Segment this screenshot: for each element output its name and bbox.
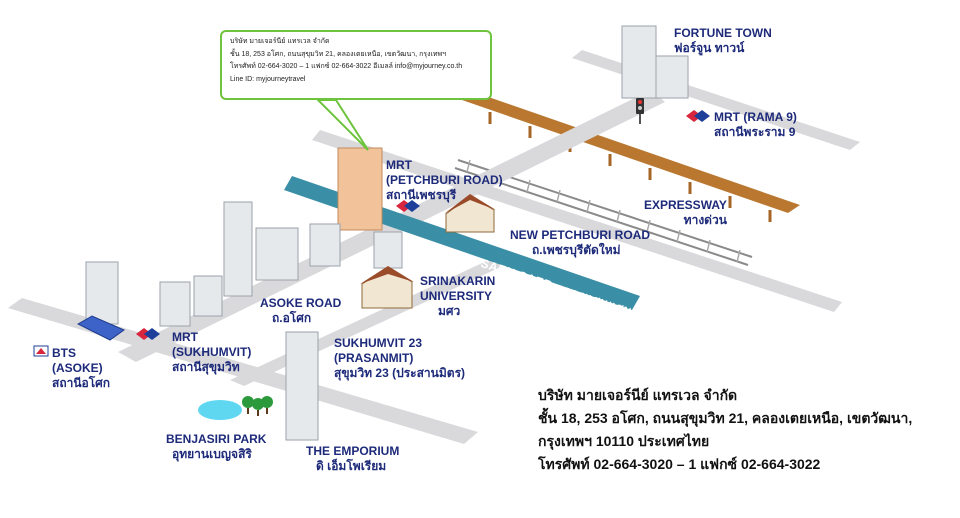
label-sukhumvit23: SUKHUMVIT 23 (PRASANMIT) สุขุมวิท 23 (ปร… [334,336,466,380]
address-block: บริษัท มายเจอร์นีย์ แทรเวล จำกัด ชั้น 18… [538,384,912,476]
company-callout: บริษัท มายเจอร์นีย์ แทรเวล จำกัด ชั้น 18… [220,30,492,100]
traffic-light-icon [636,98,644,124]
label-mrt-sukhumvit: MRT (SUKHUMVIT) สถานีสุขุมวิท [172,330,252,374]
houses [360,194,496,309]
address-company: บริษัท มายเจอร์นีย์ แทรเวล จำกัด [538,387,738,403]
expressway [462,92,800,222]
mrt-logo-icon [396,200,420,212]
callout-phone: โทรศัพท์ 02-664-3020 – 1 แฟกซ์ 02-664-30… [230,63,463,70]
mrt-logo-icon [686,110,710,122]
label-the-emporium: THE EMPORIUM ดิ เอ็มโพเรียม [306,444,400,473]
tree-icon [242,396,273,416]
label-srinakarin: SRINAKARIN UNIVERSITY มศว [420,274,496,318]
label-bts-asoke: BTS (ASOKE) สถานีอโศก [52,346,111,390]
label-mrt-petchburi: MRT (PETCHBURI ROAD) สถานีเพชรบุรี [386,158,503,202]
callout-pointer [315,99,369,151]
address-line2: กรุงเทพฯ 10110 ประเทศไทย [538,433,710,449]
buildings [85,25,689,441]
address-line1: ชั้น 18, 253 อโศก, ถนนสุขุมวิท 21, คลองเ… [538,410,913,426]
callout-address: ชั้น 18, 253 อโศก, ถนนสุขุมวิท 21, คลองเ… [230,50,447,58]
benjasiri-park [198,396,273,420]
callout-line: Line ID: myjourneytravel [230,75,306,83]
callout-company: บริษัท มายเจอร์นีย์ แทรเวล จำกัด [230,38,330,45]
mrt-logo-icon [136,328,160,340]
label-expressway: EXPRESSWAY ทางด่วน [644,198,727,227]
label-mrt-rama9: MRT (RAMA 9) สถานีพระราม 9 [714,110,797,139]
bts-logo-icon [33,345,49,357]
label-fortune-town: FORTUNE TOWN ฟอร์จูน ทาวน์ [674,26,772,55]
address-phone: โทรศัพท์ 02-664-3020 – 1 แฟกซ์ 02-664-30… [538,456,821,472]
label-benjasiri-park: BENJASIRI PARK อุทยานเบญจสิริ [166,432,267,461]
label-asoke-road: ASOKE ROAD ถ.อโศก [260,296,342,325]
bts-station [76,315,126,341]
label-new-petchburi: NEW PETCHBURI ROAD ถ.เพชรบุรีตัดใหม่ [510,228,650,257]
